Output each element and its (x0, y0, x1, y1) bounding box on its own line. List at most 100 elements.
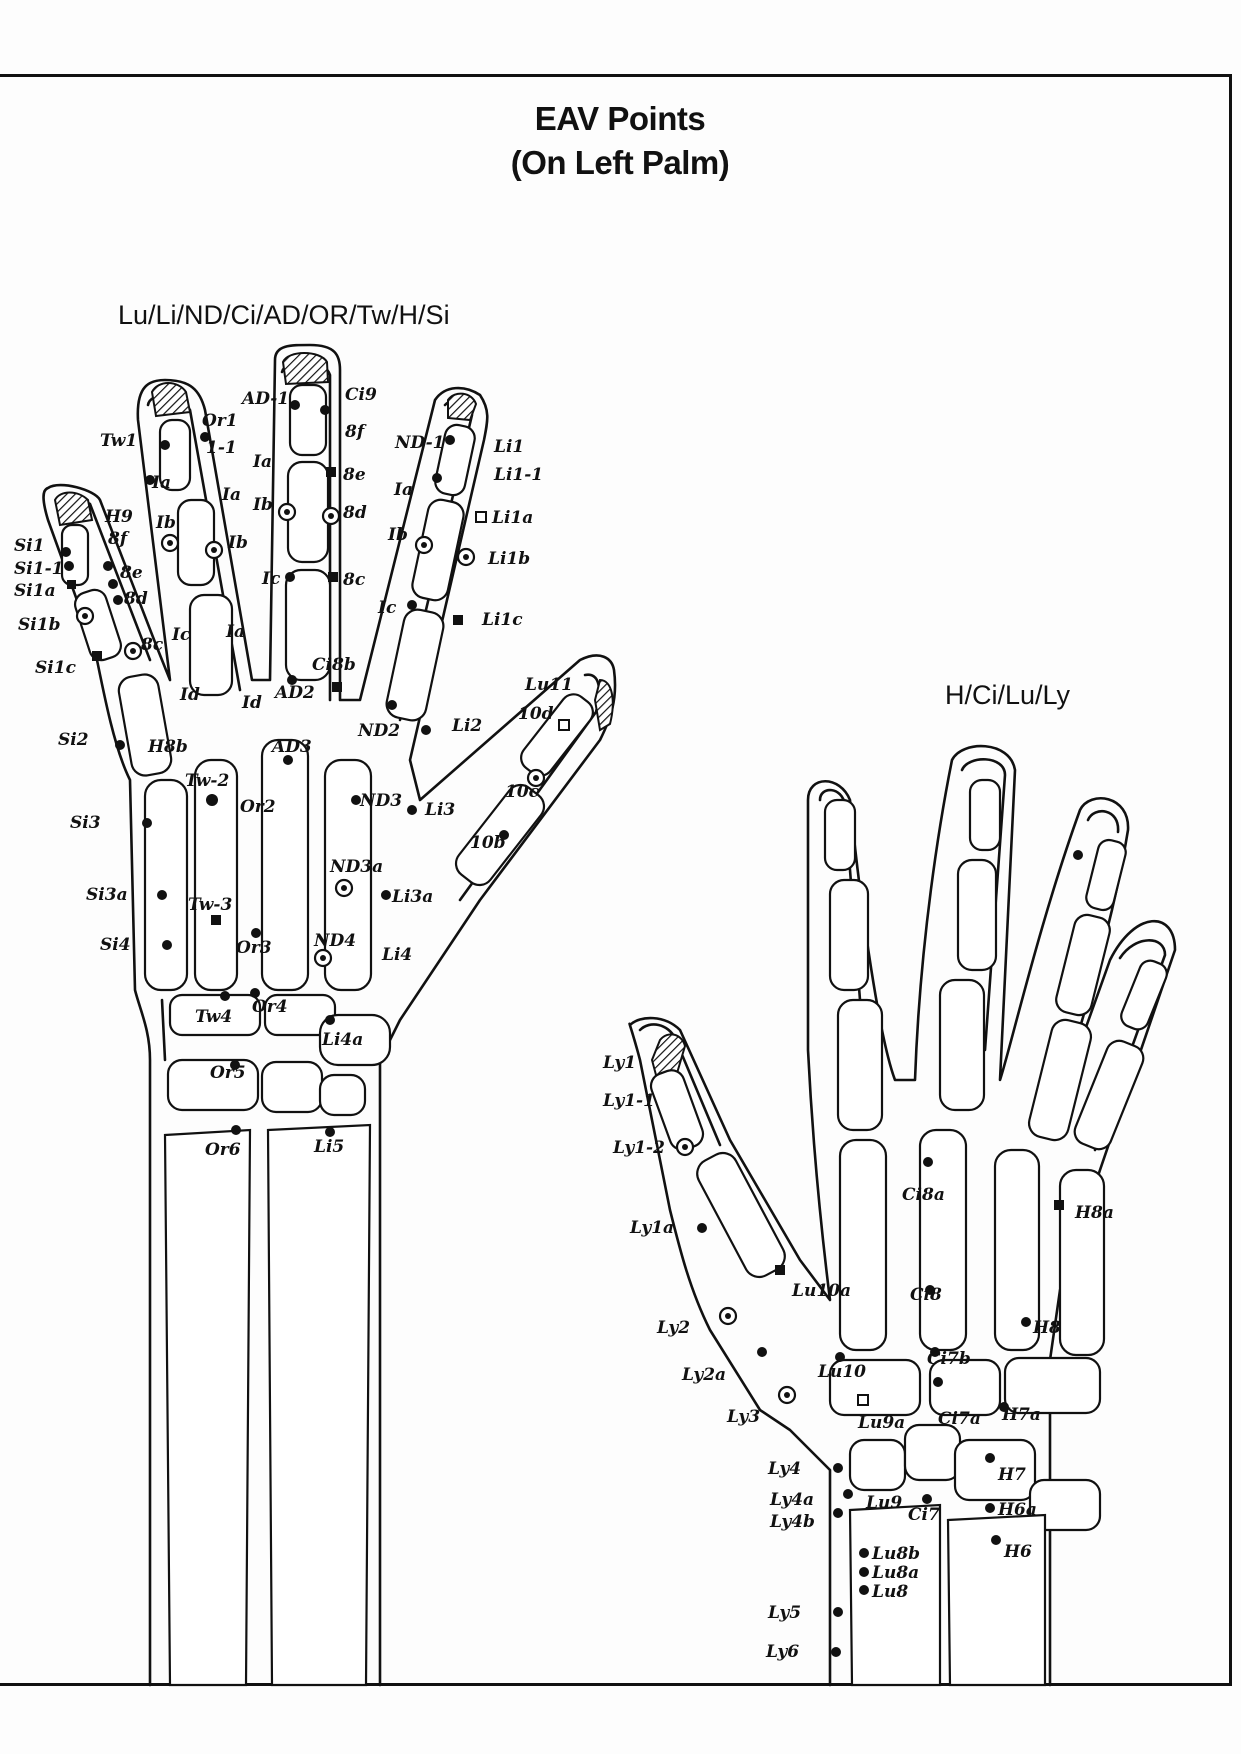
point-marker (499, 830, 509, 840)
nail-little-left (53, 491, 94, 527)
label-li2: Li2 (451, 716, 482, 736)
label-10c: 10c (505, 782, 540, 802)
point-marker (421, 542, 427, 548)
right-hand-points (675, 850, 1083, 1657)
left-hand-labels: Tw1 Or1 1-1 AD-1 Ci9 8f 8e 8d 8c ND-1 Li… (14, 385, 573, 1160)
point-marker (432, 473, 442, 483)
point-marker (859, 1548, 869, 1558)
point-marker (160, 440, 170, 450)
label-8e: 8e (342, 465, 366, 485)
label-h8d: 8d (123, 589, 148, 609)
left-hand-heading: Lu/Li/ND/Ci/AD/OR/Tw/H/Si (118, 300, 450, 330)
bone (928, 1358, 1002, 1417)
label-h8c: 8c (140, 635, 164, 655)
bone (993, 1148, 1041, 1352)
label-si3a: Si3a (86, 885, 128, 905)
point-marker (999, 1402, 1009, 1412)
right-hand-labels: Ly1 Ly1-1 Ly1-2 Ly1a Ly2 Ly2a Ly3 Ly4 Ly… (602, 1053, 1114, 1662)
label-ly4a: Ly4a (769, 1490, 814, 1510)
label-nd4: ND4 (313, 931, 356, 951)
label-lu10a: Lu10a (791, 1281, 851, 1301)
point-marker (351, 795, 361, 805)
left-hand: Tw1 Or1 1-1 AD-1 Ci9 8f 8e 8d 8c ND-1 Li… (14, 343, 617, 1687)
bone (1058, 1168, 1106, 1357)
label-si4: Si4 (100, 935, 131, 955)
label-lu8a: Lu8a (871, 1563, 919, 1583)
label-lu11: Lu11 (524, 675, 573, 695)
label-li4: Li4 (381, 945, 412, 965)
label-or2: Or2 (240, 797, 276, 817)
bone (836, 998, 884, 1132)
label-li4a: Li4a (321, 1030, 363, 1050)
label-id-ring: Id (179, 685, 200, 705)
label-h8: H8 (1032, 1318, 1061, 1338)
bone (1120, 959, 1168, 1031)
label-h7: H7 (997, 1465, 1026, 1485)
point-marker (407, 805, 417, 815)
bone (946, 1513, 1047, 1687)
bone (848, 1503, 942, 1687)
bone (848, 1438, 907, 1492)
bone (260, 738, 310, 992)
bone (176, 498, 216, 587)
label-or6: Or6 (205, 1140, 241, 1160)
bone (828, 1358, 922, 1417)
point-marker (61, 547, 71, 557)
left-hand-bones (60, 383, 594, 1687)
point-marker (833, 1607, 843, 1617)
label-ia-middle: Ia (252, 452, 272, 472)
label-ci8: Ci8 (910, 1285, 942, 1305)
label-ly2a: Ly2a (681, 1365, 726, 1385)
point-marker (381, 890, 391, 900)
right-hand: Ly1 Ly1-1 Ly1-2 Ly1a Ly2 Ly2a Ly3 Ly4 Ly… (602, 744, 1177, 1687)
label-nd3: ND3 (359, 791, 402, 811)
bone (385, 608, 445, 722)
point-marker (206, 794, 218, 806)
bone (158, 418, 192, 492)
label-li1: Li1 (493, 437, 524, 457)
label-h6: H6 (1003, 1542, 1032, 1562)
label-h7a: H7a (1001, 1405, 1041, 1425)
point-marker (933, 1377, 943, 1387)
bone (1027, 1018, 1093, 1142)
point-marker (835, 1352, 845, 1362)
point-marker (1054, 1200, 1064, 1210)
bone (823, 798, 857, 872)
label-8c: 8c (342, 570, 366, 590)
point-marker (325, 1015, 335, 1025)
bone (193, 758, 239, 992)
label-ly4b: Ly4b (769, 1512, 815, 1532)
bone (188, 593, 234, 697)
label-h8f: 8f (107, 529, 130, 549)
point-marker (930, 1347, 940, 1357)
point-marker (784, 1392, 790, 1398)
bone (953, 1438, 1037, 1502)
label-ib-middle: Ib (252, 495, 273, 515)
bone (903, 1423, 962, 1482)
point-marker (230, 1060, 240, 1070)
point-marker (285, 572, 295, 582)
point-marker (421, 725, 431, 735)
bone (1003, 1356, 1102, 1415)
label-or5: Or5 (210, 1063, 246, 1083)
label-si1-1: Si1-1 (14, 559, 63, 579)
label-ad2: AD2 (273, 683, 315, 703)
point-marker (533, 775, 539, 781)
point-marker (843, 1489, 853, 1499)
point-marker (250, 988, 260, 998)
point-marker (985, 1453, 995, 1463)
nail-ring-left (150, 382, 192, 418)
left-hand-points (61, 400, 570, 1137)
label-si1: Si1 (14, 536, 45, 556)
point-marker (1073, 850, 1083, 860)
label-tw2: Tw-2 (185, 771, 229, 791)
point-marker (387, 700, 397, 710)
diagram-title: EAV Points (534, 100, 706, 137)
point-marker (326, 467, 336, 477)
label-lu9: Lu9 (865, 1493, 902, 1513)
point-marker (320, 955, 326, 961)
point-marker (64, 561, 74, 571)
bone (288, 383, 328, 457)
